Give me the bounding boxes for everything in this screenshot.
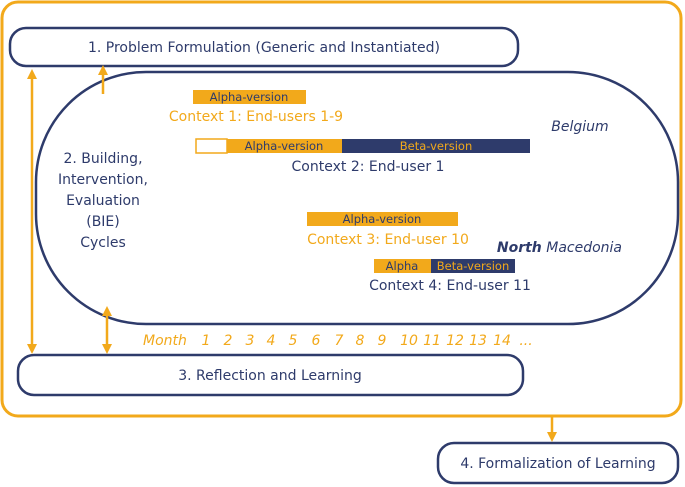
north-macedonia-label: North Macedonia [497,240,622,256]
problem-formulation-label: 1. Problem Formulation (Generic and Inst… [88,40,440,56]
timeline-month-8: 8 [356,333,365,349]
timeline-month-10: 10 [400,333,418,349]
timeline-month-15: ... [519,333,532,349]
bie-label-line-2: Intervention, [58,172,148,188]
context-2-beta-bar [342,139,530,153]
bie-label-line-4: (BIE) [86,214,120,230]
context-2-alpha-label: Alpha-version [245,139,324,153]
timeline-month-5: 5 [289,333,298,349]
context-1-label: Context 1: End-users 1-9 [169,109,343,125]
context-3-alpha-label: Alpha-version [343,212,422,226]
context-1-alpha-bar [193,90,306,104]
timeline-month-9: 9 [378,333,387,349]
belgium-label: Belgium [551,119,608,135]
timeline-month-13: 13 [469,333,487,349]
formalization-box [436,441,680,485]
context-4-beta-label: Beta-version [437,259,509,273]
context-2-label: Context 2: End-user 1 [292,159,445,175]
context-4-alpha-bar [374,259,431,273]
timeline-month-4: 4 [267,333,276,349]
timeline-month-6: 6 [312,333,321,349]
timeline-month-1: 1 [202,333,211,349]
context-4-alpha-label: Alpha [386,259,419,273]
context-2-beta-label: Beta-version [400,139,472,153]
reflection-box [16,353,525,397]
context-3-label: Context 3: End-user 10 [307,232,469,248]
timeline-month-2: 2 [224,333,233,349]
context-4-beta-bar [431,259,515,273]
timeline-month-12: 12 [446,333,464,349]
reflection-label: 3. Reflection and Learning [178,368,361,384]
timeline-month-7: 7 [335,333,344,349]
context-2-empty-bar [195,138,228,154]
timeline-month-3: 3 [246,333,255,349]
timeline-month-14: 14 [493,333,511,349]
bie-label-line-3: Evaluation [66,193,140,209]
outer-frame [0,0,683,418]
context-3-alpha-bar [307,212,458,226]
context-4-label: Context 4: End-user 11 [369,278,531,294]
bie-label-line-5: Cycles [80,235,126,251]
context-2-alpha-bar [227,139,342,153]
context-1-alpha-label: Alpha-version [210,90,289,104]
problem-formulation-box [8,26,520,68]
formalization-label: 4. Formalization of Learning [460,456,655,472]
bie-label-line-1: 2. Building, [63,151,142,167]
timeline-month-11: 11 [423,333,441,349]
timeline-month-label: Month [143,333,187,349]
